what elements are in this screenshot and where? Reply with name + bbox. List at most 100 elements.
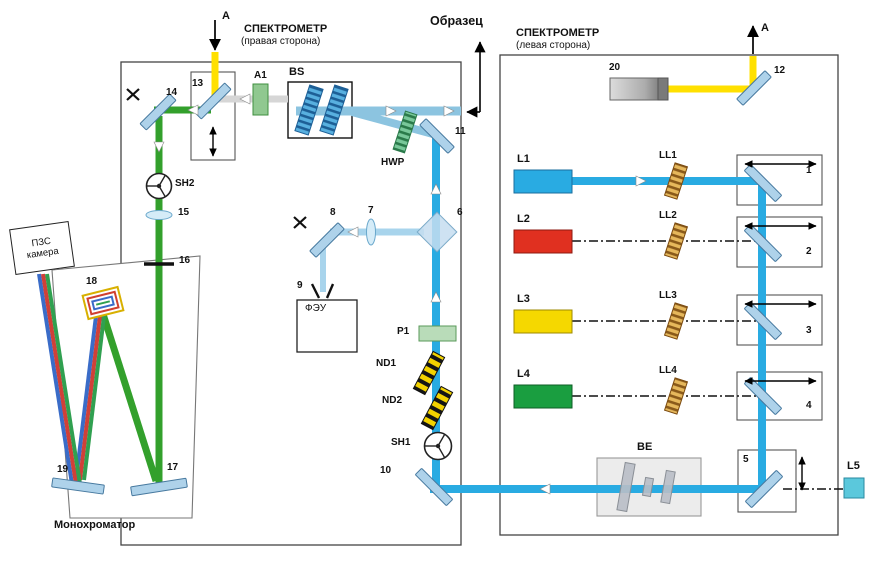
label-3: 3 [806,325,812,336]
p1-polarizer [418,325,457,342]
label-nd1: ND1 [376,358,397,369]
adjust-mark-8 [293,216,307,229]
label-ll3: LL3 [659,290,677,301]
label-l2: L2 [517,213,530,225]
monochromator-label: Монохроматор [54,519,136,531]
beams [37,52,843,493]
arrow-up-icon [430,183,442,195]
label-ll4: LL4 [659,365,677,376]
arrow-up-icon [430,291,442,303]
label-p1: P1 [397,326,410,337]
label-7: 7 [368,205,374,216]
be-lenses [616,461,676,513]
nd1-filter [412,350,446,396]
arrow-left-icon [187,104,199,116]
mirror-13 [194,82,232,120]
label-5: 5 [743,454,749,465]
label-18: 18 [86,276,98,287]
label-2: 2 [806,246,812,257]
label-14: 14 [166,87,178,98]
mirror-14 [139,93,177,131]
mirror-8 [309,222,345,258]
label-1: 1 [806,165,812,176]
prism-6 [416,211,458,253]
nd2-filter [420,385,454,431]
spectrometer-right-title: СПЕКТРОМЕТР [244,23,328,35]
mirror-17 [130,477,188,497]
label-8: 8 [330,207,336,218]
ccd-camera: ПЗС камера [9,221,75,275]
label-13: 13 [192,78,204,89]
arrow-left-icon [239,93,251,105]
spectrometer-left-title: СПЕКТРОМЕТР [516,27,600,39]
label-l1: L1 [517,153,530,165]
a1-filter [252,83,269,116]
arrow-right-icon [635,175,647,187]
laser-l4-body [513,384,573,409]
label-20: 20 [609,62,621,73]
beam-disp-19-ccd-blue [37,273,74,485]
grating-18 [81,285,125,321]
arrow-right-icon [443,105,455,117]
label-10: 10 [380,465,392,476]
port-a-right-label: A [761,22,769,34]
lens-7 [366,218,376,246]
beam-disp-19-ccd-green [45,273,82,485]
mirror-12 [736,70,772,106]
beam-disp-18-19-blue [74,315,98,481]
adjust-mark-14 [126,88,140,101]
mirror-11 [419,118,455,154]
mirror-19 [51,477,105,495]
beam-direction-arrows [153,93,647,495]
label-nd2: ND2 [382,395,403,406]
be-lens-2 [641,476,655,498]
label-11: 11 [455,126,466,137]
label-sh2: SH2 [175,178,195,189]
beam-blue-11-bs [350,108,435,138]
beam-green-17-18 [99,312,160,483]
spectrometer-right-subtitle: (правая сторона) [241,36,321,47]
label-ll2: LL2 [659,210,677,221]
sample-label: Образец [430,14,483,28]
arrow-left-icon [539,483,551,495]
label-l5: L5 [847,460,860,472]
beam-disp-19-ccd-red [41,273,78,485]
shutter-sh1 [423,431,453,461]
pmt-box [296,299,358,353]
components [51,70,865,513]
annotations [126,20,817,495]
label-12: 12 [774,65,786,76]
label-hwp: HWP [381,157,405,168]
label-9: 9 [297,280,303,291]
hwp-plate [392,110,418,154]
beam-disp-18-19-red [78,315,102,481]
arrow-left-icon [347,226,359,238]
ll2-filter [663,222,689,260]
pmt-label: ФЭУ [305,303,327,314]
laser-l5-body [843,477,865,499]
laser-l1-body [513,169,573,194]
label-ll1: LL1 [659,150,677,161]
label-l4: L4 [517,368,530,380]
arrow-down-icon [153,141,165,153]
beam-disp-18-19-green [82,315,106,481]
laser-l3-body [513,309,573,334]
label-6: 6 [457,207,463,218]
label-sh1: SH1 [391,437,411,448]
bs-plate-2 [319,84,349,136]
port-a-left-label: A [222,10,230,22]
ll3-filter [663,302,689,340]
label-15: 15 [178,207,190,218]
be-lens-3 [660,469,676,505]
label-l3: L3 [517,293,530,305]
ccd-camera-line2: камера [26,245,60,262]
bs-plate-1 [294,84,324,136]
detector-20-body [609,77,661,101]
label-4: 4 [806,400,812,411]
be-lens-1 [616,461,636,513]
label-a1: A1 [254,70,267,81]
ll1-filter [663,162,689,200]
laser-l2-body [513,229,573,254]
